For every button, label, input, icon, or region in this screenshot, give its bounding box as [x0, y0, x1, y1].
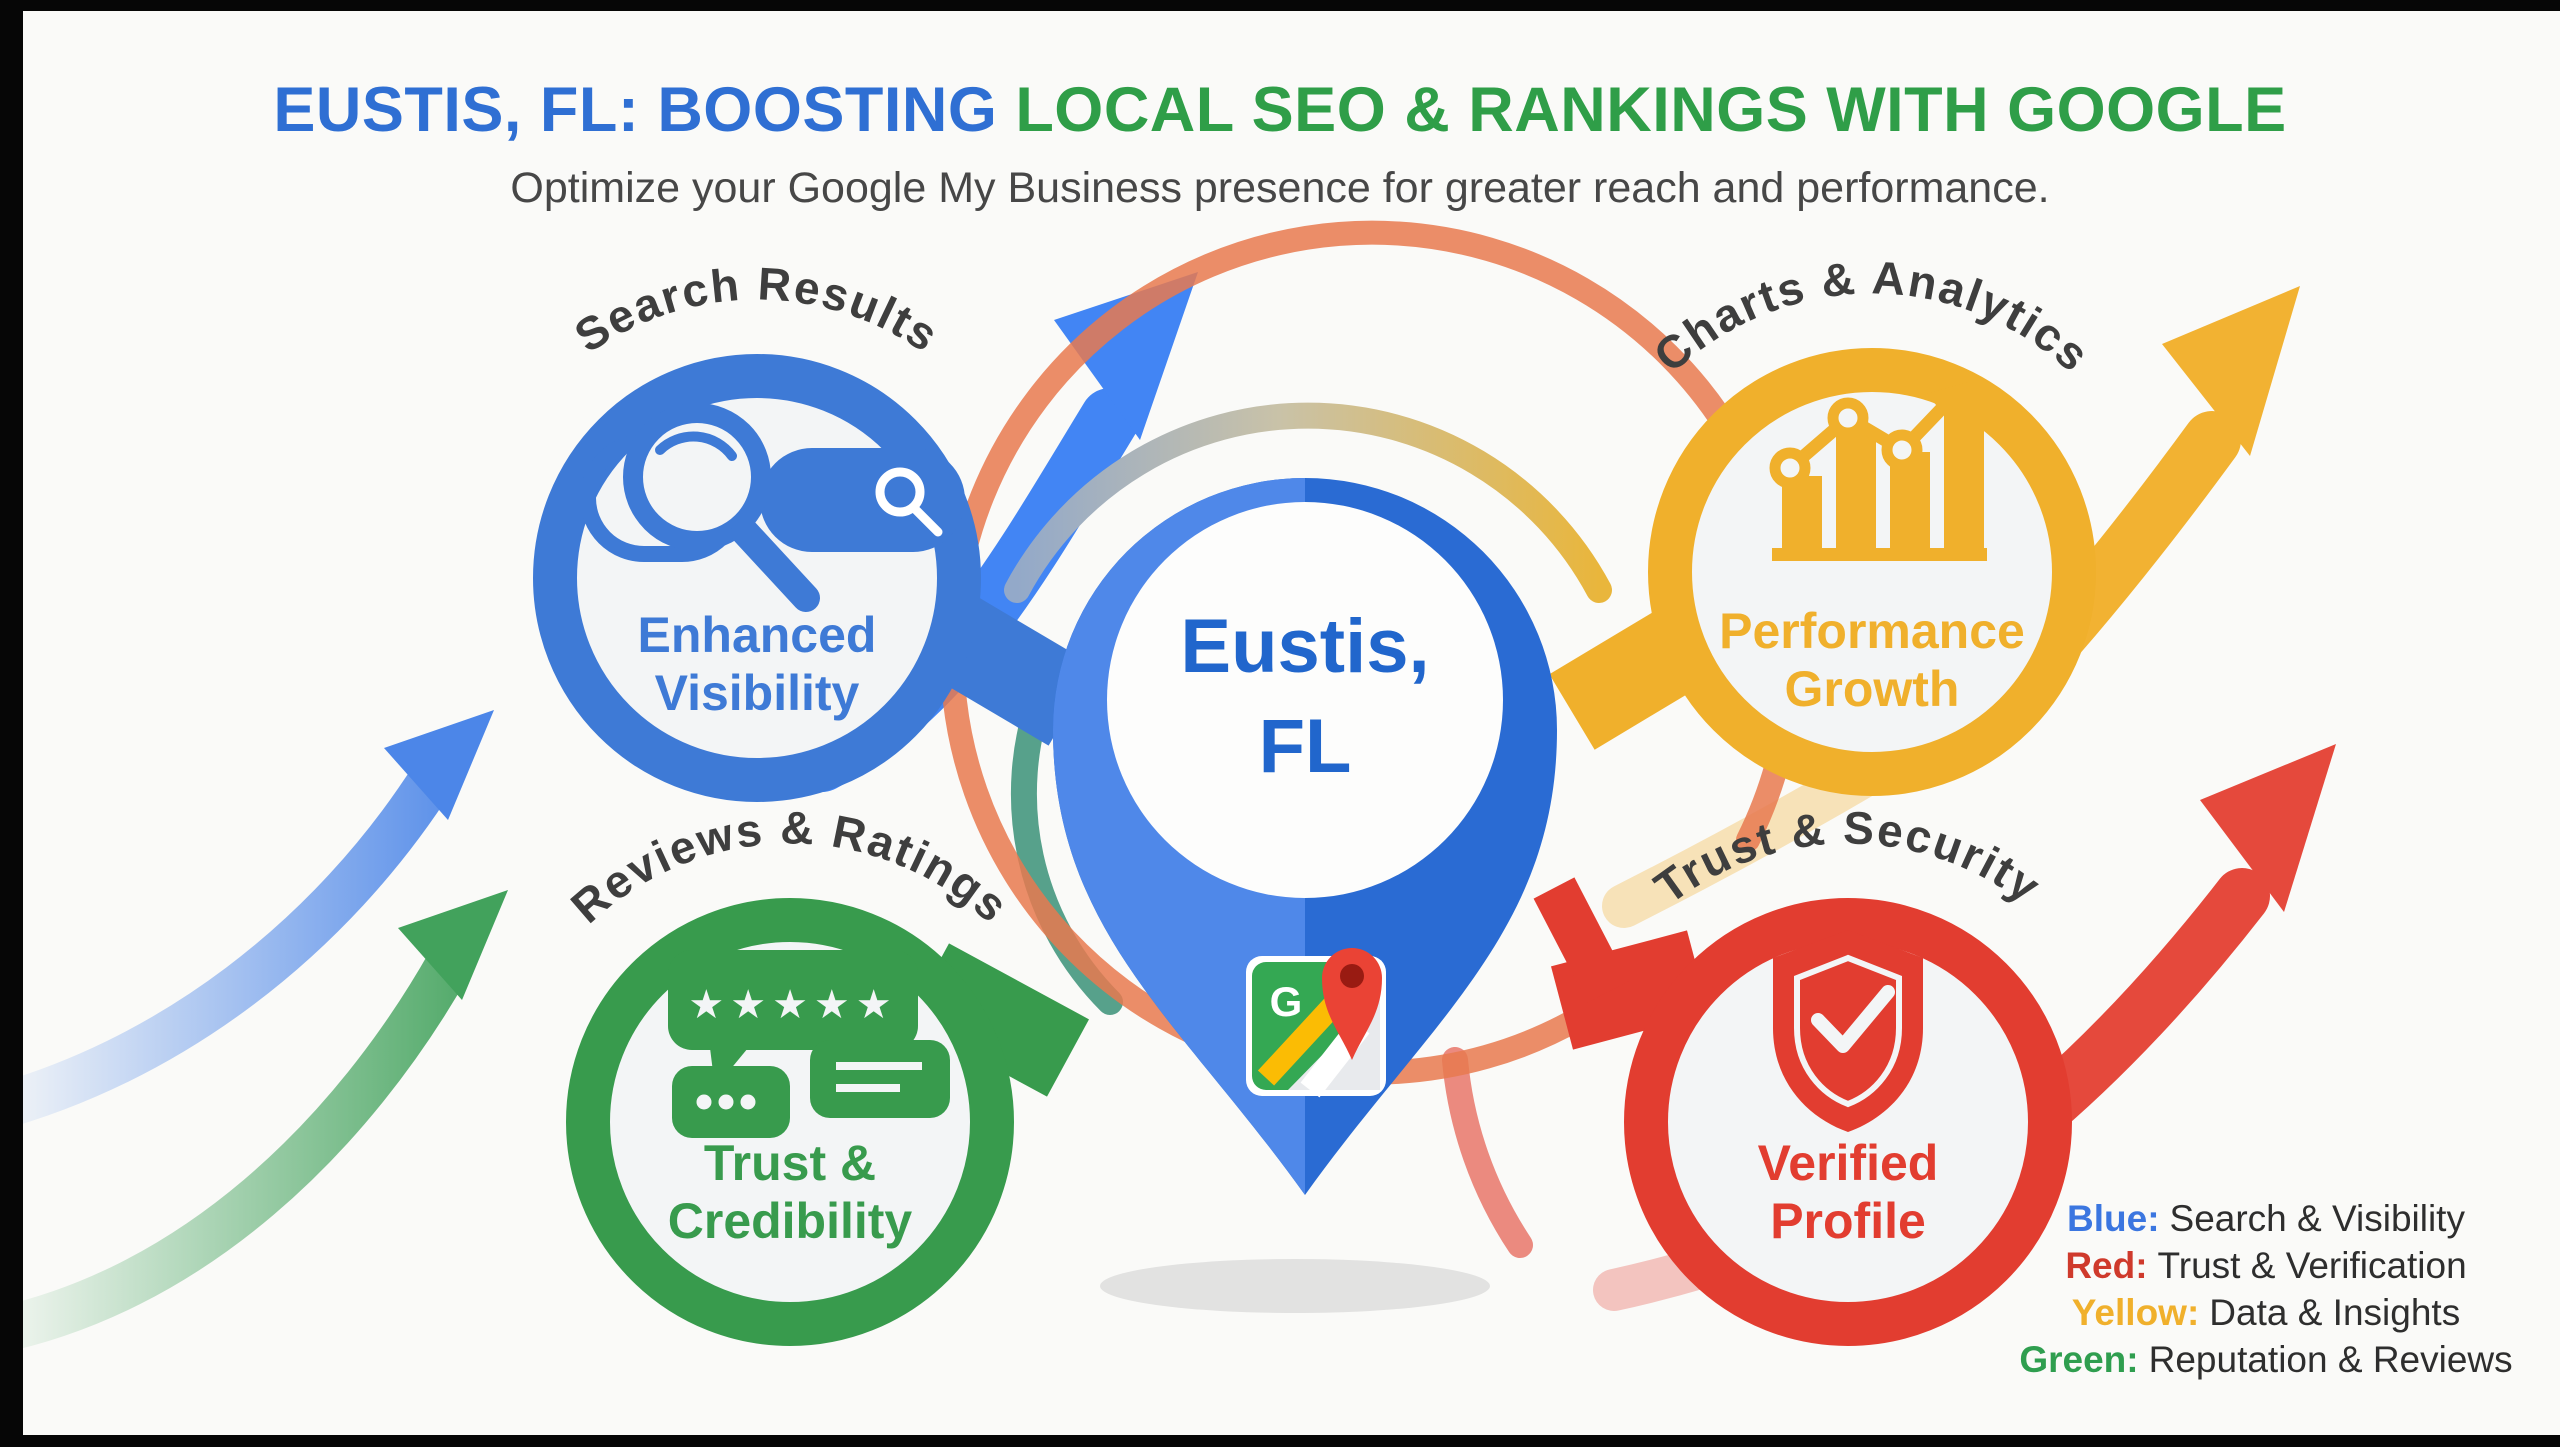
search-magnifier-icon	[580, 403, 965, 612]
caption-security-line1: Verified	[1758, 1135, 1939, 1191]
pin-shadow	[1100, 1259, 1490, 1313]
legend-row-red: Red:Trust & Verification	[1986, 1242, 2546, 1289]
maps-logo-letter: G	[1270, 978, 1303, 1025]
caption-search-line2: Visibility	[655, 665, 860, 721]
caption-reviews-line2: Credibility	[668, 1193, 913, 1249]
legend-label: Blue:	[2067, 1198, 2160, 1239]
page-subtitle: Optimize your Google My Business presenc…	[510, 164, 2050, 212]
legend-row-yellow: Yellow:Data & Insights	[1986, 1289, 2546, 1336]
letterbox-bottom	[0, 1435, 2560, 1447]
caption-security-line2: Profile	[1770, 1193, 1926, 1249]
legend-row-green: Green:Reputation & Reviews	[1986, 1336, 2546, 1383]
chat-stars-icon: ★★★★★	[668, 950, 950, 1138]
connector-red	[1550, 930, 1710, 1050]
caption-analytics-line2: Growth	[1785, 661, 1960, 717]
legend-text: Trust & Verification	[2157, 1245, 2467, 1286]
caption-search-line1: Enhanced	[638, 607, 877, 663]
letterbox-left	[0, 0, 23, 1447]
pin-city-line2: FL	[1259, 704, 1352, 789]
letterbox-top	[0, 0, 2560, 11]
caption-reviews-line1: Trust &	[704, 1135, 876, 1191]
legend-text: Reputation & Reviews	[2148, 1339, 2513, 1380]
pin-top-gradient-arc	[1004, 402, 1612, 603]
color-legend: Blue:Search & Visibility Red:Trust & Ver…	[1986, 1195, 2546, 1383]
legend-row-blue: Blue:Search & Visibility	[1986, 1195, 2546, 1242]
page-title-part1: EUSTIS, FL: BOOSTING	[273, 75, 998, 145]
growth-arrow-left-green	[0, 890, 508, 1354]
legend-text: Search & Visibility	[2169, 1198, 2465, 1239]
page-title-part2: LOCAL SEO & RANKINGS WITH GOOGLE	[1015, 75, 2287, 145]
connector-red-fork	[1533, 877, 1629, 1003]
growth-arrow-left-blue	[0, 710, 494, 1131]
google-maps-logo-icon: G	[1246, 948, 1386, 1098]
legend-text: Data & Insights	[2209, 1292, 2461, 1333]
map-pin: Eustis, FL G	[1053, 478, 1557, 1195]
five-stars: ★★★★★	[688, 983, 897, 1027]
pin-city-line1: Eustis,	[1180, 604, 1429, 689]
pin-inner-circle	[1107, 502, 1503, 898]
legend-label: Green:	[2019, 1339, 2139, 1380]
shield-check-icon	[1773, 930, 1923, 1132]
node-arc-label-search: Search Results	[565, 257, 949, 362]
caption-analytics-line1: Performance	[1719, 603, 2025, 659]
pin-right-red-arc	[1442, 1047, 1533, 1258]
node-arc-label-security: Trust & Security	[1645, 801, 2051, 913]
legend-label: Yellow:	[2071, 1292, 2200, 1333]
bar-chart-growth-icon	[1769, 382, 1987, 561]
legend-label: Red:	[2065, 1245, 2148, 1286]
